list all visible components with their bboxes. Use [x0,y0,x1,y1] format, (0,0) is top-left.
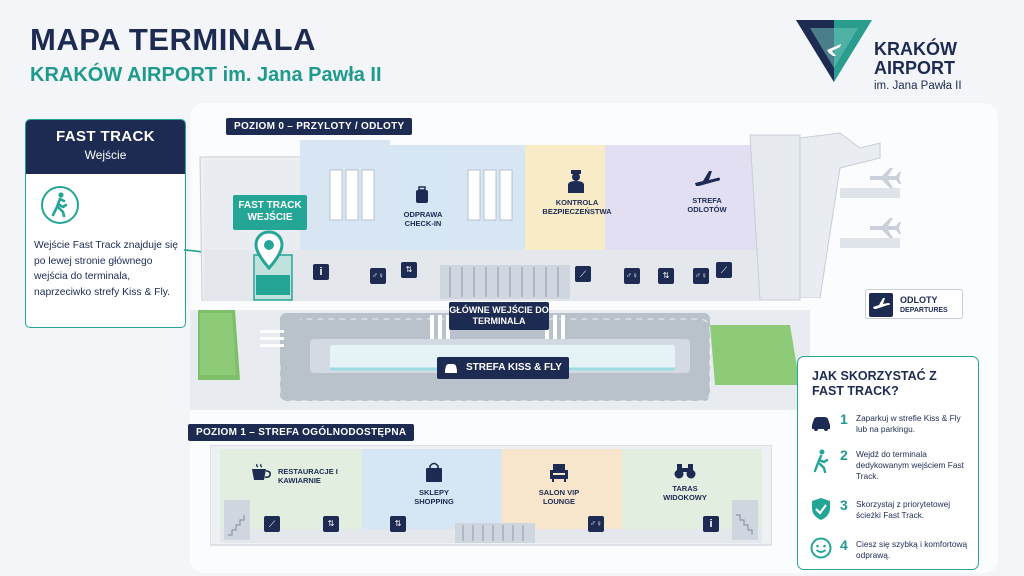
level1-label: POZIOM 1 – STREFA OGÓLNODOSTĘPNA [188,424,415,441]
map-pin-icon [254,230,284,270]
elevator-icon: ⇅ [323,516,339,532]
step-1-number: 1 [840,411,848,427]
zone-checkin-label: ODPRAWA CHECK-IN [403,210,443,228]
level0-label: POZIOM 0 – PRZYLOTY / ODLOTY [226,118,413,135]
aircraft-piers [800,132,901,298]
restroom-icon: ♂♀ [624,268,640,284]
fast-track-card-header: FAST TRACK Wejście [26,120,185,174]
departures-sign-en: DEPARTURES [900,307,948,314]
info-icon: i [703,516,719,532]
how-to-title: JAK SKORZYSTAĆ Z FAST TRACK? [812,369,937,398]
escalator-icon: ⟋ [575,266,591,282]
level1-floorplan [210,445,772,546]
smile-icon [810,537,832,559]
car-icon [445,364,457,373]
airplane-icon [869,293,893,317]
fast-track-description: Wejście Fast Track znajduje się po lewej… [34,240,179,298]
departures-sign-pl: ODLOTY [900,295,938,305]
binoculars-icon [674,464,696,479]
restroom-icon: ♂♀ [588,516,604,532]
security-officer-icon [568,170,584,193]
coffee-icon [252,463,271,480]
shopping-bag-icon [426,462,442,482]
zone-vip-label: SALON VIP LOUNGE [538,488,580,506]
car-icon [812,417,830,431]
restroom-icon: ♂♀ [693,268,709,284]
fast-track-card-subtitle: Wejście [84,148,127,162]
info-icon: i [313,264,329,280]
zone-security-label: KONTROLA BEZPIECZEŃSTWA [542,198,612,216]
elevator-icon: ⇅ [390,516,406,532]
airplane-icon [695,171,720,186]
step-1-text: Zaparkuj w strefie Kiss & Fly lub na par… [856,413,961,434]
escalator-icon: ⟋ [264,516,280,532]
logo-subtext: im. Jana Pawła II [874,80,962,92]
page-subtitle: KRAKÓW AIRPORT im. Jana Pawła II [30,64,382,86]
zone-restaurants-label: RESTAURACJE I KAWIARNIE [278,467,338,485]
elevator-icon: ⇅ [401,262,417,278]
step-4-number: 4 [840,537,848,553]
departures-sign: ODLOTY DEPARTURES [865,289,963,319]
escalator-icon: ⟋ [716,262,732,278]
zone-terrace-label: TARAS WIDOKOWY [663,484,707,502]
step-3-number: 3 [840,497,848,513]
step-3-text: Skorzystaj z priorytetowej ścieżki Fast … [856,499,951,520]
kiss-fly-tag: STREFA KISS & FLY [437,357,569,379]
zone-departures-label: STREFA ODLOTÓW [687,196,727,214]
armchair-icon [550,464,568,482]
walking-person-icon [813,449,829,473]
elevator-icon: ⇅ [658,268,674,284]
main-entrance-tag: GŁÓWNE WEJŚCIE DO TERMINALA [449,302,549,330]
kiss-fly-label: STREFA KISS & FLY [466,362,562,373]
restroom-icon: ♂♀ [370,268,386,284]
step-2-text: Wejdź do terminala dedykowanym wejściem … [856,449,964,481]
zone-shops-label: SKLEPY SHOPPING [414,488,454,506]
fast-track-card: FAST TRACK Wejście Wejście Fast Track zn… [25,119,186,328]
page-title: MAPA TERMINALA [30,22,316,57]
luggage-icon [416,186,428,203]
fast-track-card-title: FAST TRACK [56,128,155,145]
how-to-panel: JAK SKORZYSTAĆ Z FAST TRACK? 1 Zaparkuj … [797,356,979,570]
level0-floorplan [190,134,810,410]
step-2-number: 2 [840,447,848,463]
walking-person-icon [41,186,79,224]
shield-check-icon [812,498,830,520]
step-4-text: Ciesz się szybką i komfortową odprawą. [856,539,968,560]
airport-logo-icon [796,20,872,82]
logo-text: KRAKÓW AIRPORT [874,39,957,78]
fast-track-entrance-tag: FAST TRACK WEJŚCIE [233,195,307,230]
